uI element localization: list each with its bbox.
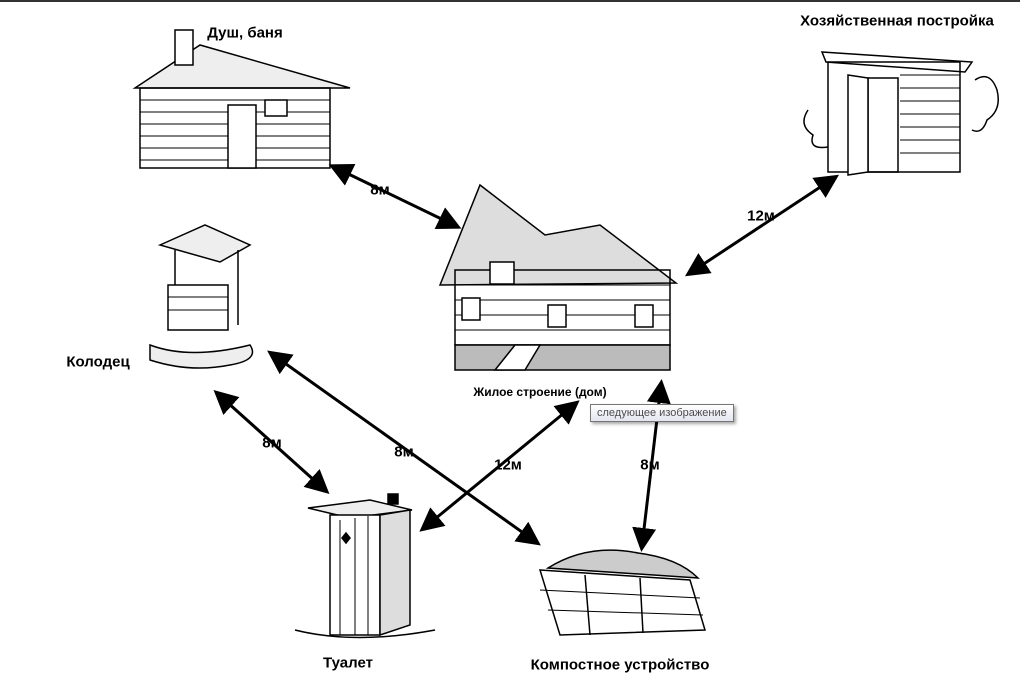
well-drawing bbox=[149, 224, 254, 369]
distance-well-compost: 8м bbox=[394, 443, 414, 461]
distance-well-toilet: 8м bbox=[262, 434, 282, 452]
tooltip-next-image: следующее изображение bbox=[590, 404, 734, 422]
distance-toilet-house: 12м bbox=[494, 456, 522, 474]
house-drawing bbox=[438, 183, 679, 371]
label-shed: Хозяйственная постройка bbox=[800, 12, 994, 30]
distance-shed-house: 12м bbox=[747, 207, 775, 225]
toilet-drawing bbox=[294, 493, 436, 639]
arrow-shed-house bbox=[684, 174, 840, 277]
bath-house-drawing bbox=[132, 29, 351, 169]
label-toilet: Туалет bbox=[323, 654, 373, 672]
shed-drawing bbox=[803, 51, 999, 176]
label-house: Жилое строение (дом) bbox=[473, 385, 607, 399]
label-compost: Компостное устройство bbox=[530, 656, 710, 674]
distance-house-compost: 8м bbox=[640, 456, 660, 474]
arrow-bath-house bbox=[328, 164, 462, 229]
arrow-well-toilet bbox=[213, 389, 330, 495]
label-bath: Душ, баня bbox=[207, 24, 283, 42]
label-well: Колодец bbox=[66, 353, 130, 371]
compost-drawing bbox=[538, 549, 706, 636]
window-top-border bbox=[0, 0, 1020, 2]
arrow-toilet-house bbox=[419, 400, 580, 532]
distance-bath-house: 8м bbox=[370, 181, 390, 199]
